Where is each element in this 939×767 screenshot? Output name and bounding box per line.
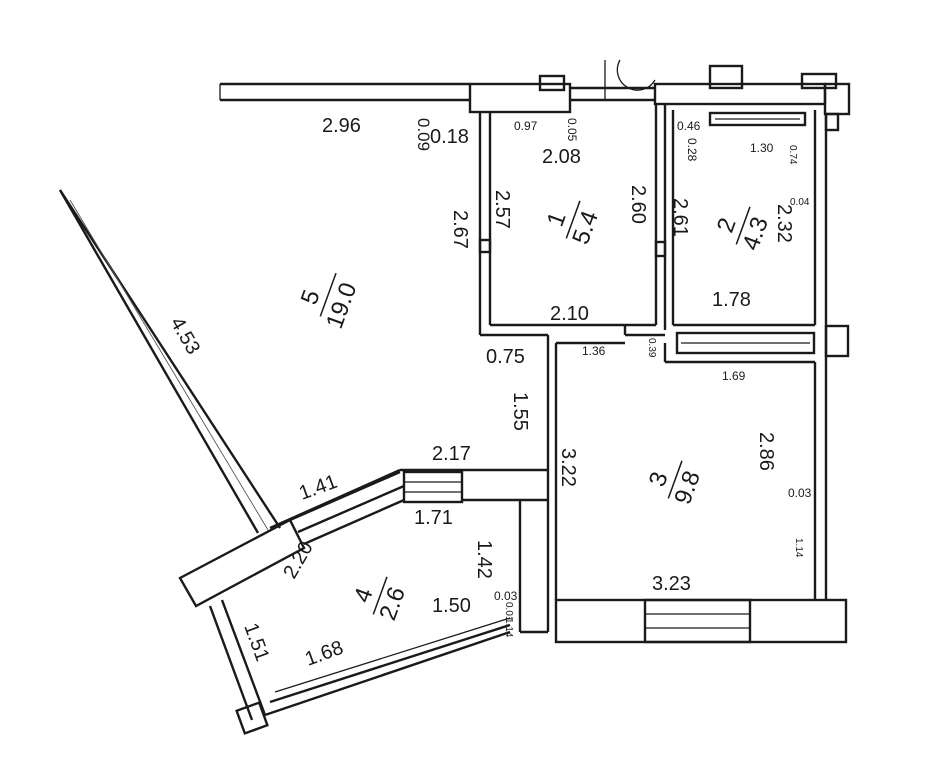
dim-label: 1.36 <box>582 344 606 358</box>
room-4-label: 4 2.6 <box>349 576 411 624</box>
room-5-label: 5 19.0 <box>296 272 362 332</box>
dim-label: 2.20 <box>279 538 318 583</box>
room-3-label: 3 9.8 <box>644 460 706 508</box>
room-1-number: 1 <box>542 208 572 230</box>
room-5-area: 19.0 <box>321 279 362 332</box>
dim-label: 0.39 <box>646 338 657 358</box>
dim-label: 1.68 <box>302 637 346 671</box>
dim-label: 2.10 <box>550 303 589 325</box>
dim-label: 0.74 <box>787 145 798 165</box>
dim-label: 2.61 <box>669 198 691 237</box>
dim-label: 1.30 <box>750 141 774 155</box>
dim-label: 1.55 <box>509 392 531 431</box>
dim-label: 0.46 <box>677 119 701 133</box>
dim-label: 2.60 <box>627 185 649 224</box>
room-2-number: 2 <box>712 214 742 236</box>
dimension-labels: 2.96 0.09 0.18 0.97 0.05 2.08 2.57 2.60 … <box>166 115 812 671</box>
room-3-number: 3 <box>644 468 674 490</box>
dim-label: 1.69 <box>722 369 746 383</box>
dim-label: 1.14 <box>503 618 514 638</box>
dim-label: 0.05 <box>565 118 579 142</box>
dim-label: 0.18 <box>430 126 469 148</box>
dim-label: 1.14 <box>793 538 804 558</box>
dim-label: 0.01 <box>503 602 514 622</box>
door-swing-icon <box>604 59 656 100</box>
dim-label: 1.42 <box>473 540 495 579</box>
room-2-area: 4.3 <box>737 213 774 254</box>
room-4-number: 4 <box>349 584 379 606</box>
dim-label: 2.57 <box>491 190 513 229</box>
dim-label: 2.08 <box>542 146 581 168</box>
dim-label: 3.23 <box>652 573 691 595</box>
dim-label: 0.04 <box>790 197 810 208</box>
dim-label: 0.28 <box>685 138 699 162</box>
room-2-label: 2 4.3 <box>712 206 774 254</box>
room-3-area: 9.8 <box>669 467 706 508</box>
dim-label: 0.75 <box>486 346 525 368</box>
dim-label: 3.22 <box>557 448 579 487</box>
walls <box>58 64 851 735</box>
room-4-area: 2.6 <box>374 583 411 624</box>
room-1-area: 5.4 <box>567 207 604 248</box>
room-1-label: 1 5.4 <box>542 200 604 248</box>
dim-label: 0.03 <box>788 486 812 500</box>
dim-label: 2.86 <box>755 432 777 471</box>
dim-label: 2.32 <box>773 204 795 243</box>
dim-label: 0.97 <box>514 119 538 133</box>
dim-label: 1.71 <box>414 507 453 529</box>
dim-label: 2.17 <box>432 443 471 465</box>
dim-label: 2.67 <box>449 210 471 249</box>
dim-label: 0.09 <box>414 118 433 151</box>
dim-label: 2.96 <box>322 115 361 137</box>
dim-label: 0.03 <box>494 589 518 603</box>
room-5-number: 5 <box>296 286 326 308</box>
dim-label: 4.53 <box>166 314 205 359</box>
dim-label: 1.78 <box>712 289 751 311</box>
dim-label: 1.50 <box>432 595 471 617</box>
